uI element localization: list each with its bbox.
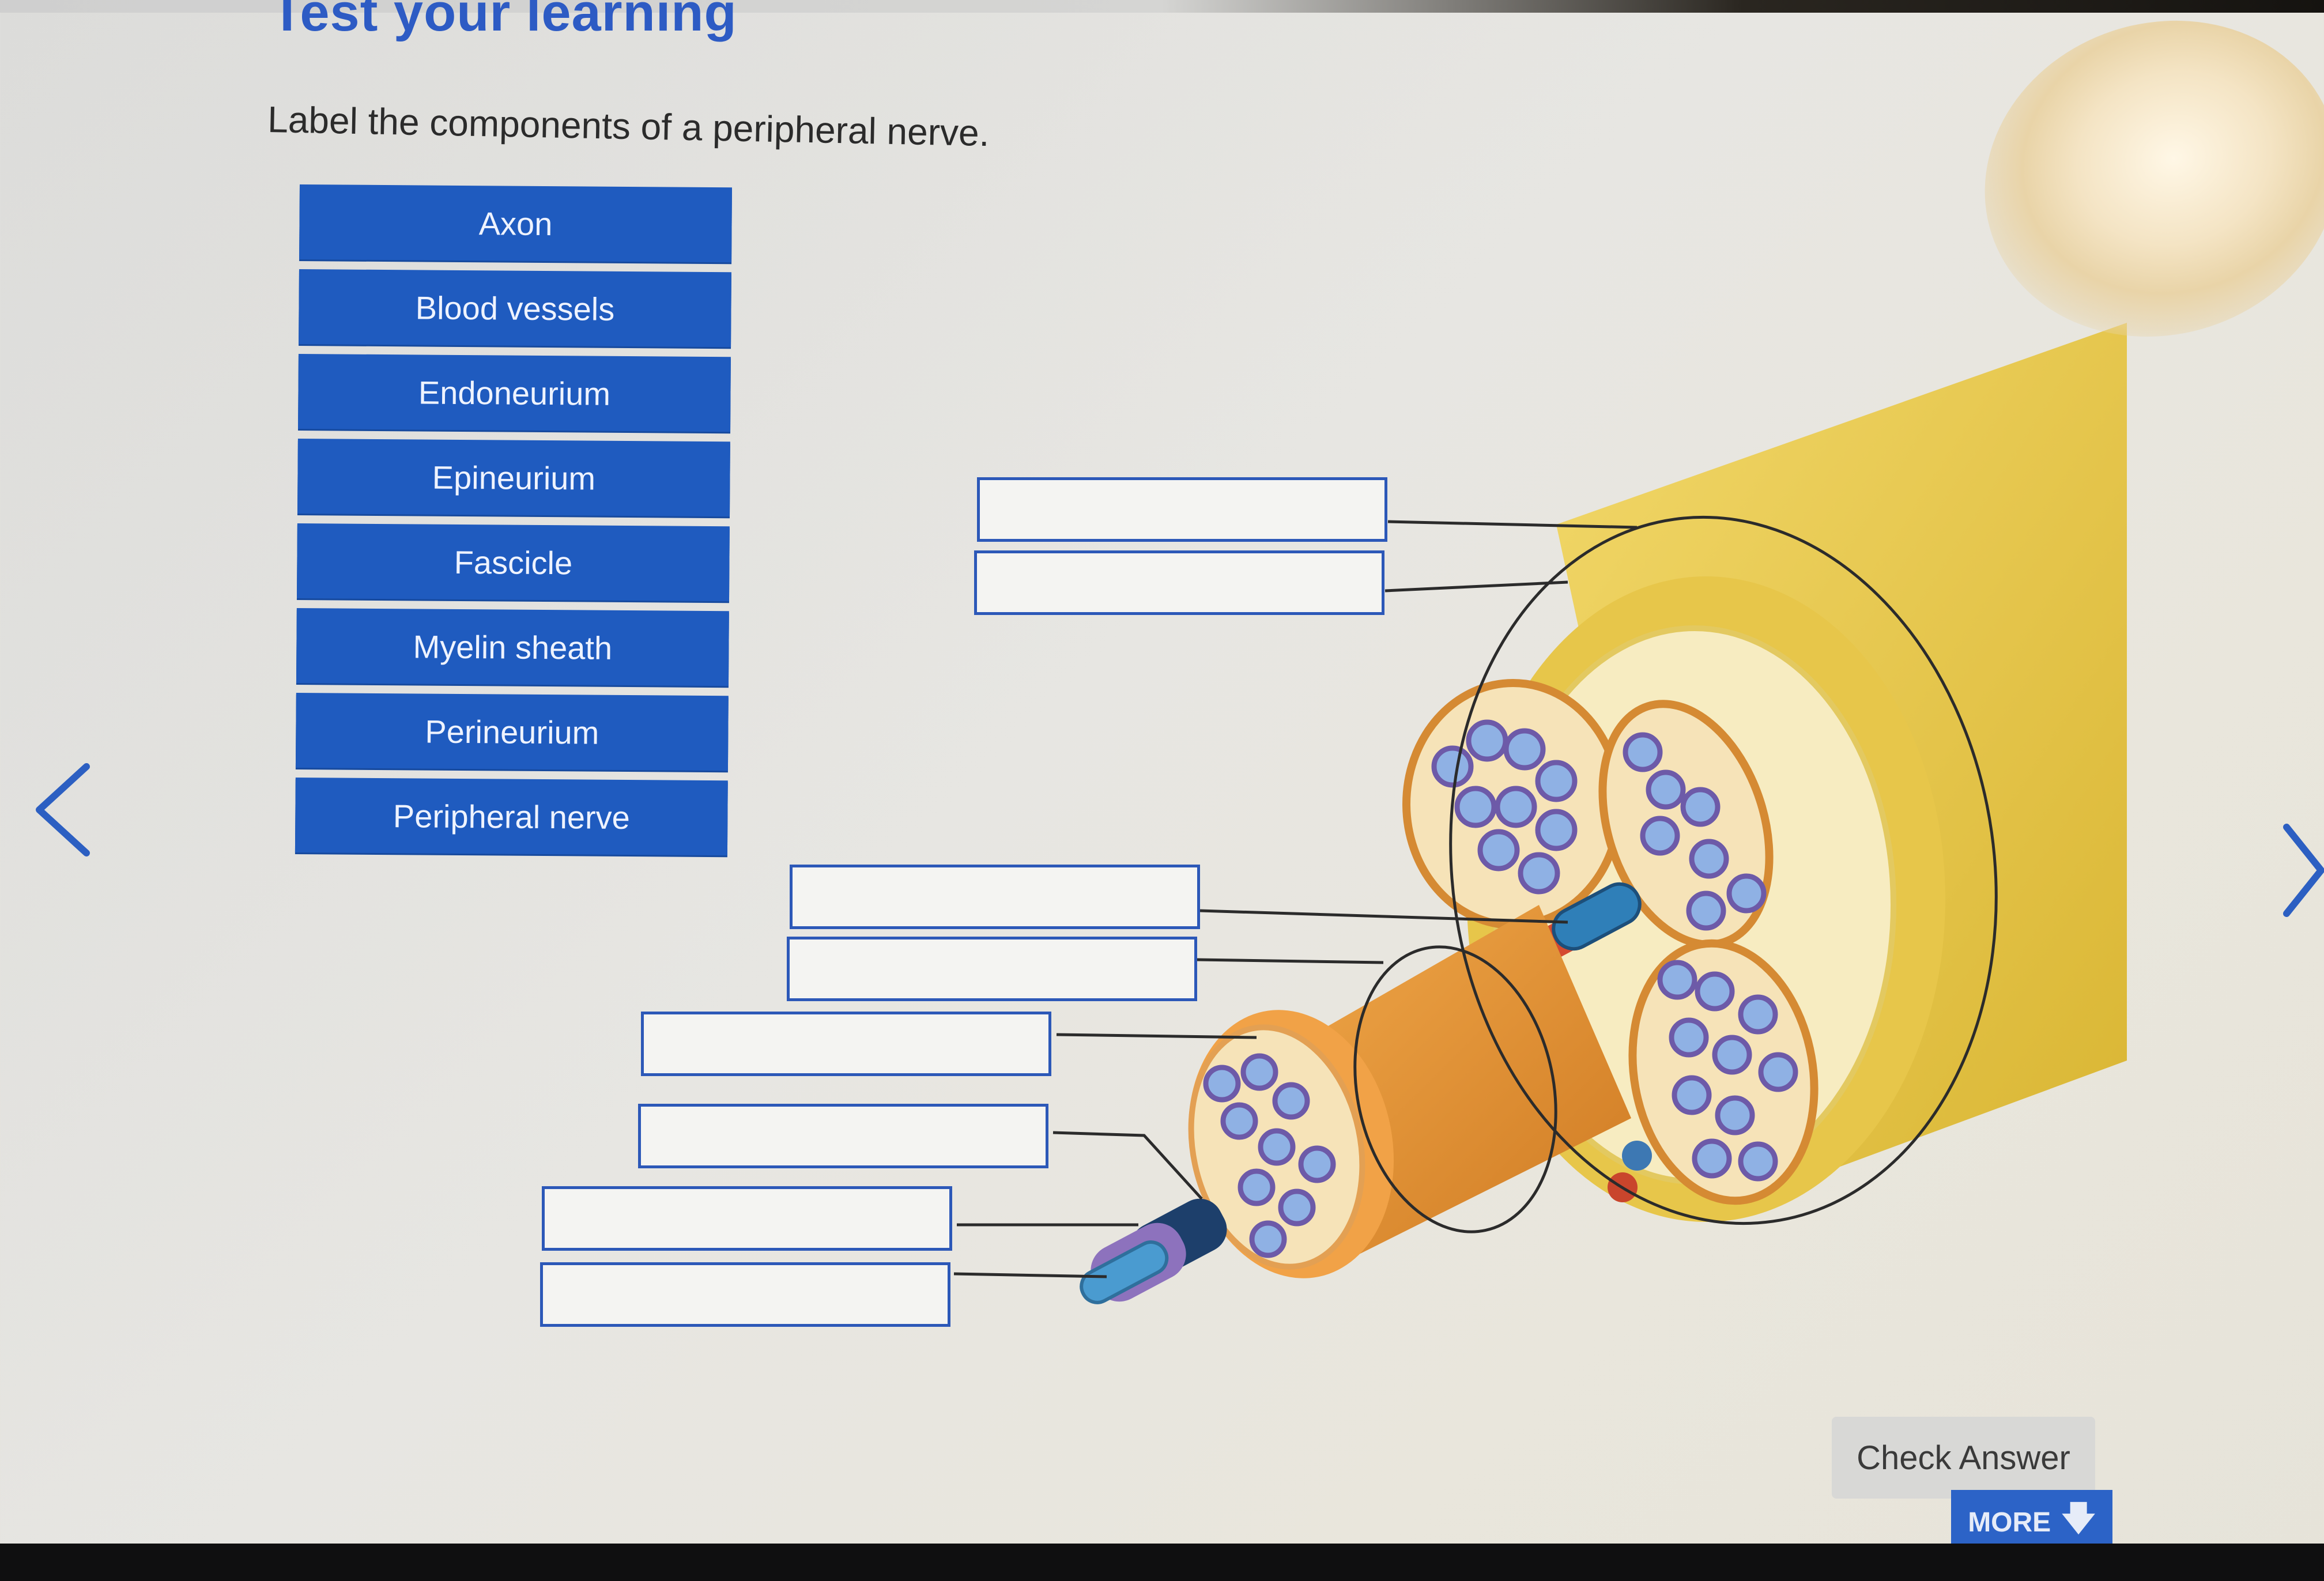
- drop-target-6[interactable]: [638, 1104, 1048, 1168]
- drop-target-7[interactable]: [542, 1186, 952, 1251]
- fascicle-extended: [1164, 905, 1631, 1297]
- drop-target-1[interactable]: [977, 477, 1387, 542]
- check-answer-button[interactable]: Check Answer: [1832, 1417, 2095, 1499]
- chevron-right-icon[interactable]: [2280, 818, 2324, 922]
- drop-target-5[interactable]: [641, 1012, 1051, 1076]
- arrow-down-icon: 🡇: [2061, 1494, 2096, 1551]
- drop-target-2[interactable]: [974, 550, 1384, 615]
- more-label: MORE: [1968, 1507, 2051, 1538]
- drop-target-3[interactable]: [790, 865, 1200, 929]
- chevron-left-icon[interactable]: [29, 755, 98, 859]
- fascicle-top-left: [1406, 683, 1620, 925]
- drop-target-4[interactable]: [787, 937, 1197, 1001]
- screen-bezel-bottom: [0, 1544, 2324, 1581]
- drop-target-8[interactable]: [540, 1262, 950, 1327]
- axon-with-myelin: [1076, 1191, 1235, 1311]
